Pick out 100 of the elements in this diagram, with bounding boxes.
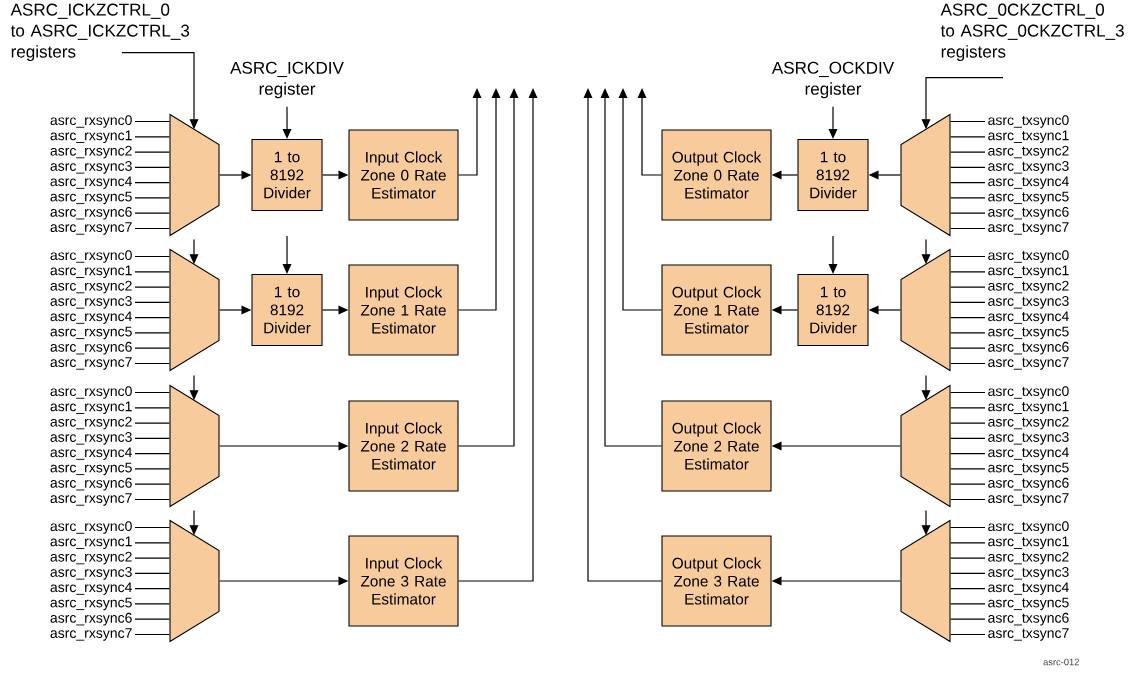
arrow bbox=[457, 88, 501, 311]
signal-line bbox=[950, 407, 986, 409]
signal-label: asrc_rxsync7 bbox=[50, 493, 132, 506]
signal-line bbox=[134, 271, 170, 273]
signal-label: asrc_txsync4 bbox=[988, 582, 1069, 595]
arrow bbox=[600, 88, 663, 447]
signal-line bbox=[134, 572, 170, 574]
signal-label: asrc_txsync4 bbox=[988, 311, 1069, 324]
signal-label: asrc_txsync7 bbox=[988, 493, 1069, 506]
signal-label: asrc_rxsync3 bbox=[50, 161, 132, 174]
signal-label: asrc_rxsync5 bbox=[50, 326, 132, 340]
signal-line bbox=[950, 498, 986, 501]
estimator-box: Output Clock Zone 0 Rate Estimator bbox=[661, 129, 772, 221]
signal-label: asrc_txsync5 bbox=[988, 191, 1069, 205]
signal-line bbox=[950, 437, 986, 439]
signal-label: asrc_rxsync6 bbox=[50, 206, 132, 220]
signal-line bbox=[950, 526, 986, 529]
signal-line bbox=[134, 347, 170, 349]
arrow bbox=[282, 235, 292, 274]
signal-line bbox=[134, 483, 170, 485]
signal-line bbox=[950, 483, 986, 485]
multiplexer-symbol bbox=[169, 519, 220, 643]
signal-line bbox=[950, 317, 986, 319]
signal-line bbox=[950, 332, 986, 334]
signal-label: asrc_txsync0 bbox=[988, 521, 1069, 534]
signal-line bbox=[134, 255, 170, 258]
estimator-box: Output Clock Zone 2 Rate Estimator bbox=[661, 400, 772, 492]
signal-line bbox=[950, 468, 986, 470]
multiplexer-symbol bbox=[900, 248, 951, 372]
signal-line bbox=[134, 286, 170, 288]
signal-line bbox=[950, 391, 986, 394]
signal-label: asrc_rxsync0 bbox=[50, 521, 132, 534]
signal-line bbox=[950, 603, 986, 605]
signal-label: asrc_rxsync7 bbox=[50, 628, 132, 641]
estimator-box: Output Clock Zone 1 Rate Estimator bbox=[661, 264, 772, 356]
signal-line bbox=[134, 151, 170, 153]
signal-line bbox=[950, 633, 986, 636]
signal-line bbox=[950, 557, 986, 559]
signal-label: asrc_rxsync2 bbox=[50, 551, 132, 565]
signal-label: asrc_rxsync4 bbox=[50, 447, 132, 460]
signal-line bbox=[950, 301, 986, 303]
signal-line bbox=[950, 422, 986, 424]
signal-line bbox=[134, 391, 170, 394]
signal-label: asrc_rxsync7 bbox=[50, 222, 132, 235]
signal-line bbox=[134, 498, 170, 501]
register-label: ASRC_0CKZCTRL_0 to ASRC_0CKZCTRL_3 registers bbox=[940, 3, 1124, 62]
signal-line bbox=[134, 120, 170, 123]
signal-line bbox=[950, 255, 986, 258]
arrow bbox=[828, 235, 838, 274]
signal-label: asrc_rxsync2 bbox=[50, 145, 132, 159]
signal-label: asrc_rxsync5 bbox=[50, 462, 132, 476]
signal-label: asrc_rxsync3 bbox=[50, 567, 132, 580]
arrow bbox=[282, 106, 292, 139]
signal-label: asrc_txsync5 bbox=[988, 462, 1069, 476]
signal-label: asrc_rxsync5 bbox=[50, 597, 132, 611]
multiplexer-symbol bbox=[169, 113, 220, 237]
signal-label: asrc_rxsync4 bbox=[50, 582, 132, 595]
estimator-box: Input Clock Zone 3 Rate Estimator bbox=[348, 535, 459, 627]
signal-line bbox=[134, 301, 170, 303]
signal-label: asrc_rxsync7 bbox=[50, 357, 132, 370]
signal-label: asrc_txsync1 bbox=[988, 401, 1069, 415]
signal-line bbox=[134, 437, 170, 439]
signal-line bbox=[950, 166, 986, 168]
signal-line bbox=[134, 212, 170, 214]
register-label: ASRC_OCKDIV register bbox=[771, 61, 895, 99]
signal-label: asrc_txsync3 bbox=[988, 161, 1069, 174]
signal-line bbox=[950, 588, 986, 590]
estimator-box: Input Clock Zone 0 Rate Estimator bbox=[348, 129, 459, 221]
arrow bbox=[583, 88, 663, 582]
signal-line bbox=[950, 212, 986, 214]
signal-label: asrc_rxsync1 bbox=[50, 265, 132, 279]
signal-line bbox=[950, 618, 986, 620]
signal-label: asrc_rxsync3 bbox=[50, 296, 132, 309]
signal-line bbox=[950, 120, 986, 123]
signal-label: asrc_txsync1 bbox=[988, 265, 1069, 279]
signal-label: asrc_txsync2 bbox=[988, 416, 1069, 430]
signal-label: asrc_txsync1 bbox=[988, 130, 1069, 144]
multiplexer-symbol bbox=[900, 519, 951, 643]
signal-label: asrc_rxsync3 bbox=[50, 432, 132, 445]
multiplexer-symbol bbox=[900, 113, 951, 237]
signal-line bbox=[950, 542, 986, 544]
arrow bbox=[457, 88, 538, 582]
signal-line bbox=[134, 166, 170, 168]
signal-label: asrc_rxsync0 bbox=[50, 115, 132, 128]
signal-label: asrc_txsync4 bbox=[988, 176, 1069, 189]
signal-label: asrc_rxsync6 bbox=[50, 341, 132, 355]
signal-line bbox=[134, 362, 170, 365]
signal-label: asrc_txsync0 bbox=[988, 386, 1069, 399]
signal-label: asrc_rxsync6 bbox=[50, 612, 132, 626]
signal-line bbox=[134, 453, 170, 455]
signal-line bbox=[134, 526, 170, 529]
multiplexer-symbol bbox=[900, 384, 951, 508]
signal-line bbox=[950, 286, 986, 288]
signal-label: asrc_rxsync2 bbox=[50, 416, 132, 430]
multiplexer-symbol bbox=[169, 384, 220, 508]
signal-label: asrc_txsync7 bbox=[988, 222, 1069, 235]
signal-label: asrc_txsync0 bbox=[988, 115, 1069, 128]
signal-line bbox=[950, 227, 986, 230]
signal-label: asrc_txsync6 bbox=[988, 341, 1069, 355]
signal-label: asrc_txsync3 bbox=[988, 432, 1069, 445]
